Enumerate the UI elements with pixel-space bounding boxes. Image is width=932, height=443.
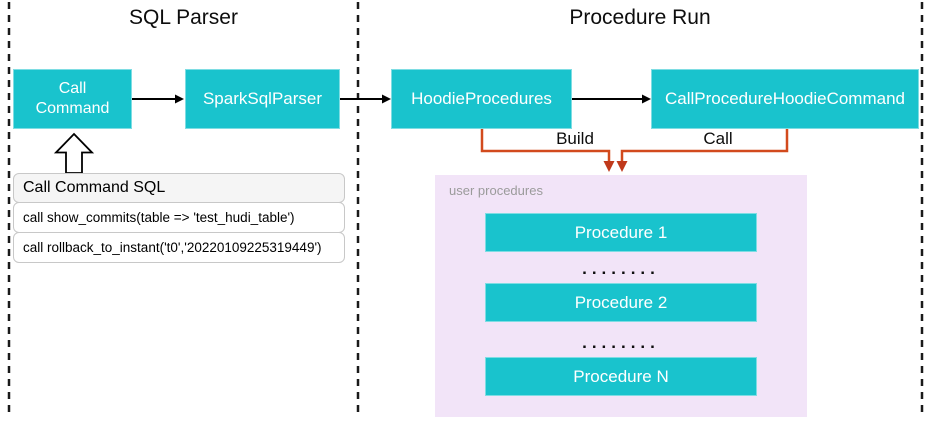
user-procedures-label: user procedures [449,183,543,198]
node-spark-sql-parser-label: SparkSqlParser [202,89,323,109]
procedure-2-box: Procedure 2 [485,283,757,322]
sql-panel-row-rollback: call rollback_to_instant('t0','202201092… [13,232,345,263]
arrow-callcommand-to-sparksqlparser [132,94,184,104]
node-call-command-label: Call Command [35,80,110,117]
node-call-procedure-hoodie-command-label: CallProcedureHoodieCommand [664,89,905,109]
node-hoodie-procedures-label: HoodieProcedures [411,89,552,109]
arrow-hoodieprocedures-to-callprocedurehoodiecommand [572,94,651,104]
up-arrow-icon [53,132,95,174]
call-edge-label: Call [703,129,733,148]
node-call-procedure-hoodie-command: CallProcedureHoodieCommand [651,69,919,129]
arrow-sparksqlparser-to-hoodieprocedures [340,94,391,104]
section-title-procedure-run: Procedure Run [569,6,711,29]
node-call-command: Call Command [13,69,132,129]
procedure-1-box: Procedure 1 [485,213,757,252]
node-hoodie-procedures: HoodieProcedures [391,69,572,129]
build-edge-label: Build [556,129,594,148]
sql-panel-row-show-commits: call show_commits(table => 'test_hudi_ta… [13,202,345,233]
ellipsis-row-1: ........ [582,259,660,278]
sql-panel-header: Call Command SQL [13,173,345,203]
user-procedures-panel: user procedures Procedure 1 ........ Pro… [435,175,807,417]
procedure-n-box: Procedure N [485,357,757,396]
ellipsis-row-2: ........ [582,333,660,352]
section-title-sql-parser: SQL Parser [129,6,238,29]
sql-panel: Call Command SQL call show_commits(table… [13,173,345,263]
node-spark-sql-parser: SparkSqlParser [185,69,340,129]
